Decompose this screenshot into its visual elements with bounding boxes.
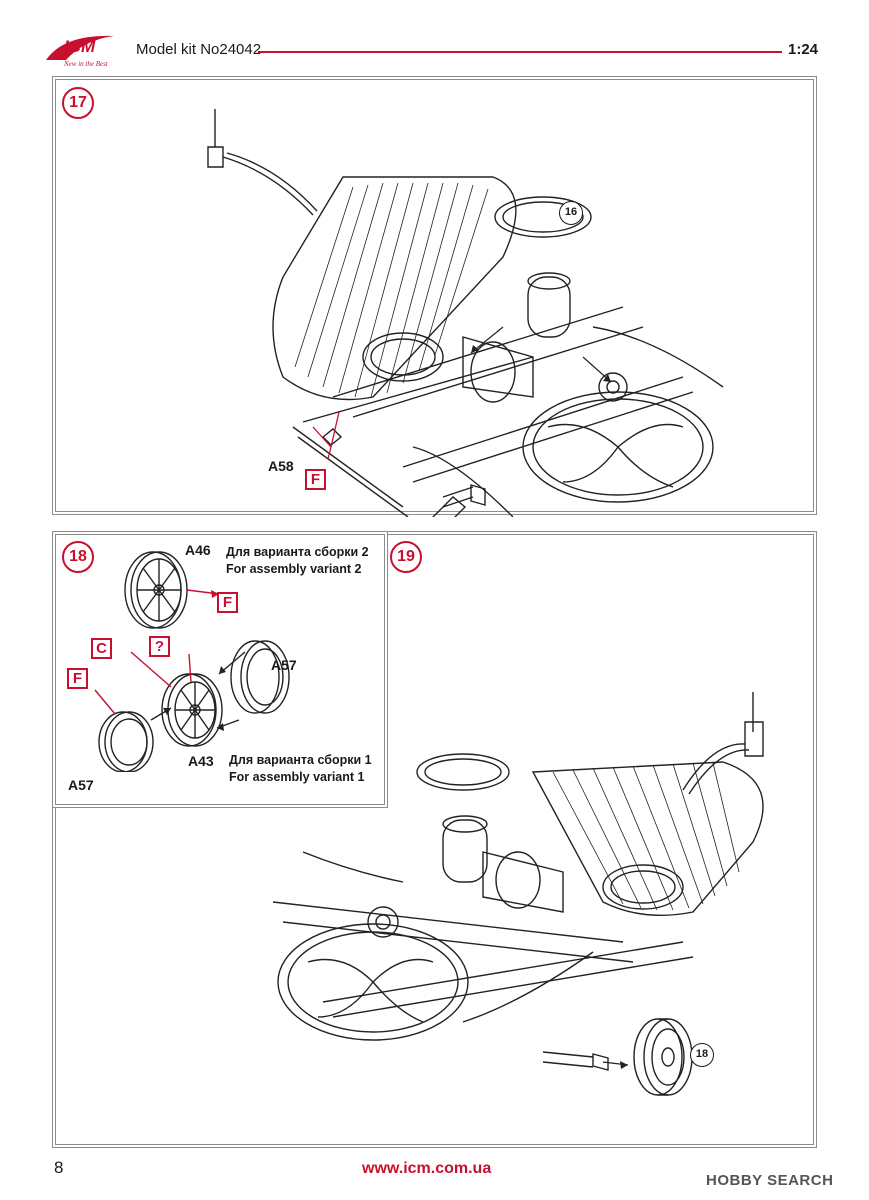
variant-1-note: Для варианта сборки 1 For assembly varia… <box>229 752 372 786</box>
part-label-a58: A58 <box>268 458 294 474</box>
a58-leader-lines <box>312 411 340 460</box>
logo-text: ICM <box>64 37 96 56</box>
step-18-panel: 18 <box>52 531 388 808</box>
ref-step-16: 16 <box>559 201 583 225</box>
glue-box-question: ? <box>149 636 170 657</box>
website-link[interactable]: www.icm.com.ua <box>362 1160 492 1177</box>
header-rule <box>258 51 782 53</box>
page-number: 8 <box>54 1158 64 1177</box>
glue-box-f: F <box>305 469 326 490</box>
variant-1-ru: Для варианта сборки 1 <box>229 753 372 767</box>
kit-title: Model kit No24042 <box>136 41 262 58</box>
step-17-inner-frame <box>55 79 814 512</box>
step-18-number: 18 <box>62 541 94 573</box>
step-18-inner-frame <box>55 534 385 805</box>
step-19-panel: 19 <box>52 531 817 1148</box>
variant-2-en: For assembly variant 2 <box>226 562 362 576</box>
icm-logo: ICM New in the Best <box>46 35 114 68</box>
chassis-drawing-19 <box>272 692 764 1096</box>
step-17-panel: 17 <box>52 76 817 517</box>
scale-label: 1:24 <box>788 41 819 58</box>
hobby-search-watermark: HOBBY SEARCH <box>706 1172 834 1189</box>
ref-step-18: 18 <box>690 1043 714 1067</box>
wheel-assembly-drawing <box>94 551 290 772</box>
part-label-a46: A46 <box>185 542 211 558</box>
step-19-inner-frame <box>55 534 814 1145</box>
variant-1-en: For assembly variant 1 <box>229 770 365 784</box>
chassis-drawing-17 <box>207 109 724 517</box>
glue-box-f-left: F <box>67 668 88 689</box>
page-header: ICM New in the Best Model kit No24042 1:… <box>0 0 869 70</box>
part-label-a57-right: A57 <box>271 657 297 673</box>
part-label-a57-left: A57 <box>68 777 94 793</box>
glue-box-f-top: F <box>217 592 238 613</box>
logo-slogan: New in the Best <box>63 60 109 68</box>
glue-box-c: C <box>91 638 112 659</box>
part-label-a43: A43 <box>188 753 214 769</box>
step-19-number: 19 <box>390 541 422 573</box>
variant-2-ru: Для варианта сборки 2 <box>226 545 369 559</box>
step-17-number: 17 <box>62 87 94 119</box>
variant-2-note: Для варианта сборки 2 For assembly varia… <box>226 544 369 578</box>
